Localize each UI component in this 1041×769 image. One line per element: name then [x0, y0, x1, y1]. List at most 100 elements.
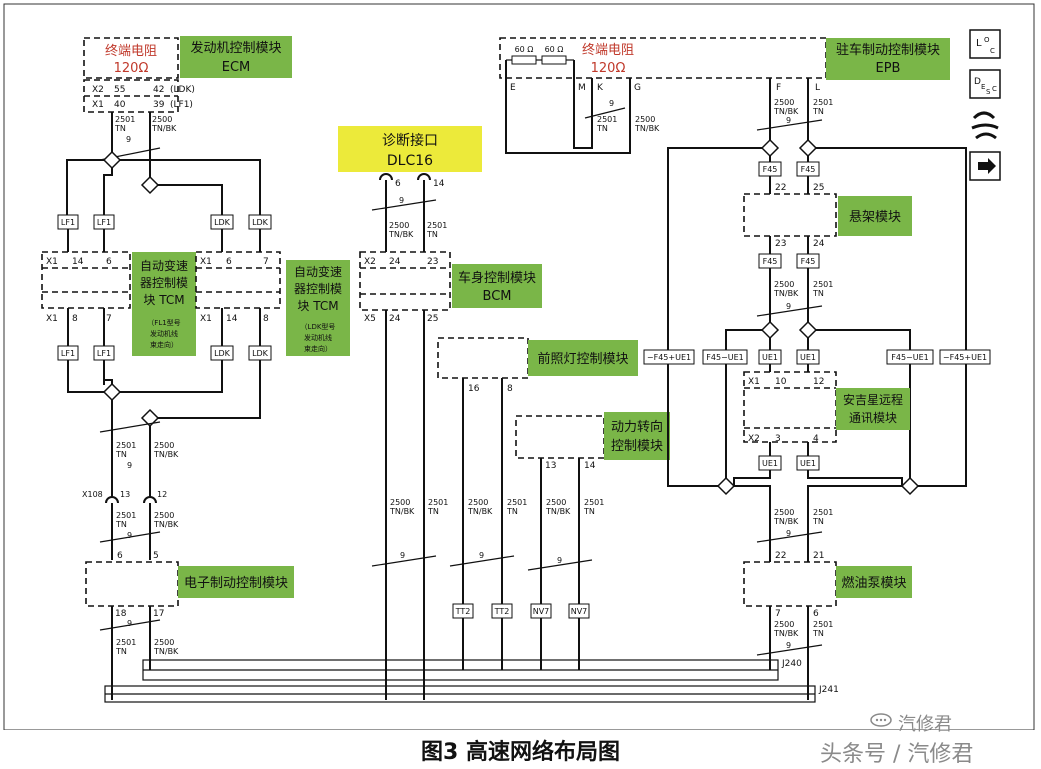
svg-text:12: 12: [157, 490, 167, 499]
svg-text:控制模块: 控制模块: [611, 439, 663, 454]
svg-text:2501: 2501: [813, 620, 833, 629]
svg-text:2501: 2501: [813, 98, 833, 107]
svg-text:TN: TN: [115, 450, 127, 459]
svg-text:TN/BK: TN/BK: [773, 629, 799, 638]
svg-text:2501: 2501: [813, 280, 833, 289]
svg-text:2500: 2500: [154, 511, 174, 520]
svg-text:14: 14: [72, 257, 84, 267]
svg-text:2501: 2501: [427, 221, 447, 230]
svg-text:（FL1型号: （FL1型号: [147, 318, 180, 327]
svg-text:悬架模块: 悬架模块: [849, 210, 901, 225]
svg-text:2501: 2501: [116, 511, 136, 520]
svg-text:F45: F45: [801, 165, 816, 174]
tcm-lower-wires: 2501 TN 2500 TN/BK 9 X108 13 12 2501 TN …: [67, 360, 261, 560]
svg-text:(LF1): (LF1): [170, 100, 193, 110]
svg-text:LF1: LF1: [61, 218, 75, 227]
svg-text:F45−UE1: F45−UE1: [891, 353, 928, 362]
svg-text:4: 4: [813, 434, 819, 444]
svg-text:2501: 2501: [116, 638, 136, 647]
svg-text:UE1: UE1: [762, 459, 778, 468]
ecm-connectors: X2 55 42 (LDK) X1 40 39 (LF1) 2501 TN 25…: [83, 79, 195, 144]
svg-text:8: 8: [507, 384, 513, 394]
bcm-module: X2 24 23 X5 24 25 车身控制模块 BCM 2500 TN/BK …: [359, 251, 542, 700]
svg-text:D: D: [974, 77, 981, 87]
tcm-ldk-module: X1 6 7 X1 14 8 自动变速 器控制模 块 TCM （LDK型号 发动…: [195, 251, 350, 356]
diagram-frame: [3, 3, 1035, 730]
arrow-right-icon[interactable]: [969, 151, 1001, 181]
svg-text:E: E: [981, 83, 985, 91]
svg-text:M: M: [578, 83, 586, 93]
svg-text:2500: 2500: [389, 221, 409, 230]
ecm-terminator-value: 120Ω: [114, 61, 149, 76]
svg-text:2500: 2500: [774, 98, 794, 107]
svg-text:TN: TN: [427, 507, 439, 516]
loc-icon[interactable]: L O C: [969, 29, 1001, 59]
svg-text:13: 13: [545, 461, 556, 471]
svg-text:TT2: TT2: [494, 607, 510, 616]
svg-text:2501: 2501: [115, 115, 135, 124]
bus-j241: J241: [104, 685, 839, 703]
svg-text:12: 12: [813, 377, 824, 387]
svg-text:24: 24: [389, 314, 401, 324]
svg-text:14: 14: [226, 314, 238, 324]
svg-text:BCM: BCM: [483, 289, 512, 304]
svg-text:2501: 2501: [597, 115, 617, 124]
svg-text:TN: TN: [426, 230, 438, 239]
svg-text:9: 9: [400, 551, 405, 560]
high-speed-network-diagram: J240 J241 终端电阻 120Ω 发动机控制模块 ECM X2 55 42…: [3, 3, 1035, 730]
svg-text:DLC16: DLC16: [387, 153, 433, 169]
svg-text:E: E: [510, 83, 516, 93]
chat-bubble-icon: [870, 713, 892, 727]
svg-text:(LDK): (LDK): [170, 85, 195, 95]
svg-text:6: 6: [106, 257, 112, 267]
svg-text:2500: 2500: [774, 620, 794, 629]
network-symbol-icon[interactable]: [971, 111, 999, 140]
svg-text:TN/BK: TN/BK: [151, 124, 177, 133]
svg-text:诊断接口: 诊断接口: [382, 132, 438, 149]
power-steering-module: 动力转向 控制模块 13 14 2500 TN/BK 2501 TN 9 NV7…: [515, 412, 670, 670]
svg-text:2500: 2500: [635, 115, 655, 124]
svg-text:（LDK型号: （LDK型号: [301, 322, 336, 331]
svg-text:13: 13: [120, 490, 130, 499]
svg-text:25: 25: [427, 314, 438, 324]
svg-text:C: C: [992, 85, 997, 93]
svg-text:X2: X2: [92, 85, 104, 95]
svg-text:2501: 2501: [116, 441, 136, 450]
svg-text:−F45+UE1: −F45+UE1: [943, 353, 987, 362]
svg-text:39: 39: [153, 100, 165, 110]
svg-text:7: 7: [106, 314, 112, 324]
svg-text:10: 10: [775, 377, 787, 387]
svg-text:LF1: LF1: [61, 349, 75, 358]
svg-text:14: 14: [584, 461, 596, 471]
svg-text:F45−UE1: F45−UE1: [706, 353, 743, 362]
svg-text:束走向）: 束走向）: [304, 344, 332, 353]
svg-text:L: L: [976, 38, 982, 49]
svg-text:TN/BK: TN/BK: [467, 507, 493, 516]
svg-text:K: K: [597, 83, 604, 93]
svg-text:X5: X5: [364, 314, 376, 324]
svg-text:2500: 2500: [154, 441, 174, 450]
svg-text:9: 9: [786, 302, 791, 311]
svg-text:60 Ω: 60 Ω: [545, 45, 564, 54]
svg-text:2500: 2500: [774, 508, 794, 517]
svg-text:通讯模块: 通讯模块: [849, 411, 897, 425]
svg-text:−F45+UE1: −F45+UE1: [647, 353, 691, 362]
ecm-name: 发动机控制模块: [190, 40, 281, 56]
svg-text:NV7: NV7: [571, 607, 588, 616]
svg-text:X1: X1: [46, 257, 58, 267]
svg-text:TN: TN: [506, 507, 518, 516]
svg-text:NV7: NV7: [533, 607, 550, 616]
svg-text:动力转向: 动力转向: [611, 419, 663, 435]
desc-icon[interactable]: D E S C: [969, 69, 1001, 99]
svg-text:F45: F45: [763, 257, 778, 266]
svg-text:9: 9: [479, 551, 484, 560]
svg-text:UE1: UE1: [762, 353, 778, 362]
svg-text:60 Ω: 60 Ω: [515, 45, 534, 54]
svg-text:器控制模: 器控制模: [294, 282, 342, 296]
label-j241: J241: [818, 685, 839, 695]
svg-text:LDK: LDK: [214, 349, 231, 358]
watermark: 汽修君 头条号 / 汽修君: [820, 708, 1020, 767]
svg-text:TN/BK: TN/BK: [773, 289, 799, 298]
svg-text:L: L: [815, 83, 820, 93]
svg-text:16: 16: [468, 384, 480, 394]
